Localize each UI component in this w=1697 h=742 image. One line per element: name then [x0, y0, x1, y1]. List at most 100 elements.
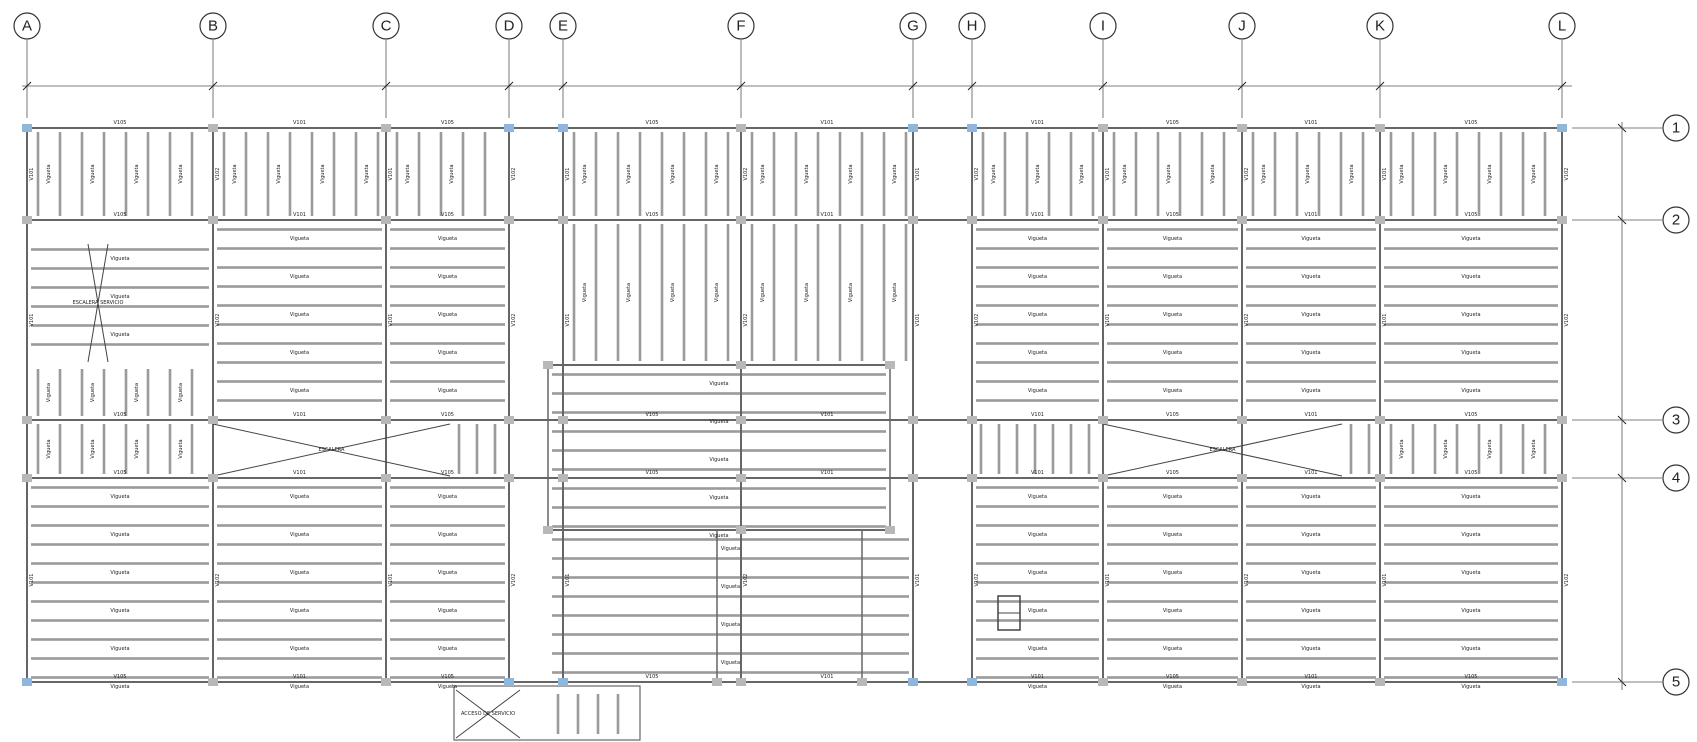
joist-label: Vigueta: [110, 570, 129, 576]
joist: [1246, 600, 1376, 603]
joist: [1178, 132, 1182, 216]
joist: [976, 581, 1099, 584]
joist-label: Vigueta: [1301, 570, 1320, 576]
beam-label: V105: [114, 470, 127, 476]
beam-label: V102: [1244, 314, 1250, 327]
joist: [1384, 638, 1558, 641]
joist-label: Vigueta: [1035, 164, 1041, 183]
joist: [1455, 424, 1459, 474]
joist: [390, 676, 505, 679]
grid-bubble-col: I: [1089, 12, 1117, 40]
joist-label: Vigueta: [804, 283, 810, 302]
column: [22, 678, 32, 686]
joist-label: Vigueta: [290, 236, 309, 242]
column: [543, 361, 553, 369]
column: [1557, 474, 1567, 482]
joist: [31, 505, 209, 508]
joist: [31, 248, 209, 251]
joist: [222, 132, 226, 216]
joist: [794, 132, 798, 216]
column: [543, 526, 553, 534]
joist: [1107, 638, 1238, 641]
joist: [1384, 228, 1558, 231]
joist: [1107, 304, 1238, 307]
dimension-tick: [208, 81, 218, 91]
beam-label: V101: [1031, 120, 1044, 126]
joist-label: Vigueta: [1163, 494, 1182, 500]
joist: [102, 369, 106, 416]
grid-bubble-label: I: [1101, 18, 1105, 35]
column: [504, 124, 514, 132]
grid-bubble-circle: [495, 12, 523, 40]
joist: [217, 304, 382, 307]
joist: [1107, 581, 1238, 584]
joist-label: Vigueta: [1301, 684, 1320, 690]
joist: [36, 424, 40, 474]
grid-bubble-label: 5: [1672, 674, 1680, 691]
column: [1375, 216, 1385, 224]
grid-bubble-circle: [549, 12, 577, 40]
joist: [1107, 562, 1238, 565]
joist-label: Vigueta: [1531, 164, 1537, 183]
joist-label: Vigueta: [290, 684, 309, 690]
grid-bubble-label: F: [736, 18, 745, 35]
grid-bubble-col: G: [899, 12, 927, 40]
grid-bubble-label: C: [381, 18, 392, 35]
joist: [979, 424, 983, 474]
joist: [1246, 342, 1376, 345]
void-label: ESCALERA: [319, 447, 345, 453]
joist-label: Vigueta: [709, 419, 728, 425]
joist-label: Vigueta: [760, 164, 766, 183]
joist: [1384, 505, 1558, 508]
joist-label: Vigueta: [1028, 684, 1047, 690]
beam-label: V101: [1305, 674, 1318, 680]
grid-bubble-label: 2: [1672, 212, 1680, 229]
joist-label: Vigueta: [46, 439, 52, 458]
joist: [976, 228, 1099, 231]
joist: [390, 380, 505, 383]
grid-bubble-label: K: [1375, 18, 1385, 35]
joist-label: Vigueta: [178, 383, 184, 402]
joist: [1384, 266, 1558, 269]
joist: [1433, 132, 1437, 216]
column: [1237, 216, 1247, 224]
void-diagonal: [1102, 423, 1343, 477]
beam-label: V105: [1465, 120, 1478, 126]
joist-label: Vigueta: [1301, 236, 1320, 242]
joist-label: Vigueta: [1461, 236, 1480, 242]
joist: [552, 487, 886, 490]
joist-label: Vigueta: [1301, 388, 1320, 394]
joist-label: Vigueta: [1461, 532, 1480, 538]
column: [22, 474, 32, 482]
joist: [726, 224, 730, 361]
slab-outline: [26, 127, 1563, 683]
void-diagonal: [455, 689, 521, 739]
joist-label: Vigueta: [1301, 274, 1320, 280]
joist-label: Vigueta: [1028, 532, 1047, 538]
joist: [882, 132, 886, 216]
joist: [390, 581, 505, 584]
joist: [616, 224, 620, 361]
joist-label: Vigueta: [1461, 570, 1480, 576]
joist: [1384, 619, 1558, 622]
joist: [976, 361, 1099, 364]
joist-label: Vigueta: [1166, 164, 1172, 183]
column: [885, 526, 895, 534]
joist-label: Vigueta: [1461, 312, 1480, 318]
joist: [976, 600, 1099, 603]
column: [736, 526, 746, 534]
grid-bubble-row: 4: [1662, 464, 1690, 492]
joist: [1384, 486, 1558, 489]
joist: [1107, 342, 1238, 345]
joist: [976, 638, 1099, 641]
beam-label: V102: [1244, 168, 1250, 181]
beam-label: V102: [215, 314, 221, 327]
beam-label: V101: [915, 314, 921, 327]
beam-label: V101: [29, 168, 35, 181]
joist: [80, 424, 84, 474]
column: [1237, 416, 1247, 424]
grid-bubble-circle: [958, 12, 986, 40]
joist: [1384, 399, 1558, 402]
joist: [31, 638, 209, 641]
joist-label: Vigueta: [1028, 274, 1047, 280]
